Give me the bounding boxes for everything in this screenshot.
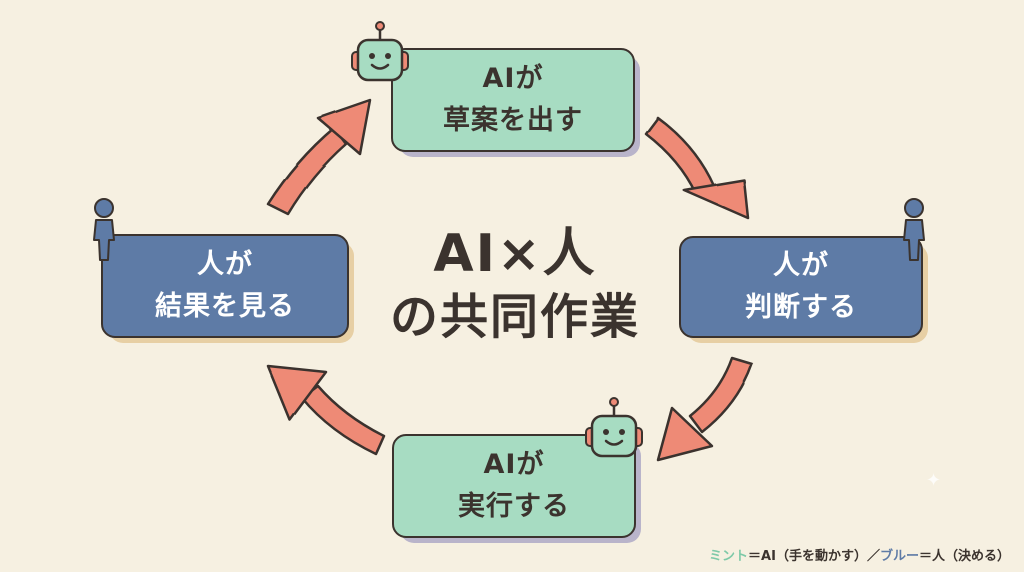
arrow-draft-to-judge <box>644 116 750 220</box>
node-ai-draft-line1: AIが <box>482 63 544 94</box>
legend-separator: ／ <box>866 549 880 564</box>
node-ai-execute-line1: AIが <box>483 449 545 480</box>
node-human-judge-line1: 人が <box>773 250 829 281</box>
node-human-judge-line2: 判断する <box>745 292 857 323</box>
legend-blue-label: ブルー <box>879 549 919 564</box>
arrow-execute-to-review <box>266 364 386 456</box>
node-human-judge: 人が 判断する <box>679 236 928 343</box>
sparkle-icon: ✦ <box>926 470 942 491</box>
node-ai-draft: AIが 草案を出す <box>391 48 640 157</box>
node-ai-execute-line2: 実行する <box>458 491 570 522</box>
node-ai-draft-line2: 草案を出す <box>443 105 583 136</box>
node-ai-execute: AIが 実行する <box>392 434 641 543</box>
legend: ミント＝AI（手を動かす）／ブルー＝人（決める） <box>709 545 1010 564</box>
legend-blue-text: ＝人（決める） <box>918 549 1010 564</box>
arrow-review-to-draft <box>266 98 372 216</box>
center-title-line2: の共同作業 <box>389 289 640 345</box>
arrow-judge-to-execute <box>656 356 754 462</box>
node-human-review: 人が 結果を見る <box>101 234 354 343</box>
legend-mint-label: ミント <box>709 549 749 564</box>
center-title: AI×人 の共同作業 <box>370 222 660 348</box>
node-human-review-line1: 人が <box>197 249 253 280</box>
node-human-review-line2: 結果を見る <box>155 291 295 322</box>
center-title-line1: AI×人 <box>433 224 597 284</box>
legend-mint-text: ＝AI（手を動かす） <box>748 549 867 564</box>
